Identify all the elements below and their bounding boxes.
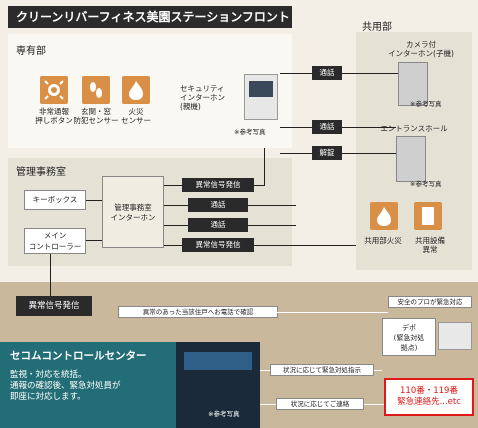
common-equipment-label: 共用設備 異常 xyxy=(415,236,445,254)
management-zone-label: 管理事務室 xyxy=(16,167,66,178)
intercom-parent-device xyxy=(244,74,278,120)
connector xyxy=(280,153,312,154)
photo-note-2: ※参考写真 xyxy=(410,100,442,108)
connector xyxy=(342,153,396,154)
secom-panel xyxy=(0,342,176,428)
connector xyxy=(254,185,264,186)
private-item-emergency xyxy=(40,76,68,104)
keybox: キーボックス xyxy=(24,190,86,210)
emergency-numbers-box: 110番・119番 緊急連絡先...etc xyxy=(384,378,474,416)
management-intercom: 管理事務室 インターホン xyxy=(102,176,164,248)
common-equipment-icon-wrap xyxy=(414,202,442,230)
connector xyxy=(342,73,398,74)
secom-center-title: セコムコントロールセンター xyxy=(10,350,147,362)
common-fire-icon-wrap xyxy=(370,202,398,230)
connector xyxy=(164,245,182,246)
call-label-4: 通話 xyxy=(188,218,248,232)
contact-note: 状況に応じてご連絡 xyxy=(276,398,364,410)
confirm-call-note: 異常のあった当該住戸へお電話で確認 xyxy=(118,306,278,318)
emergency-button-icon xyxy=(40,76,68,104)
abnormal-signal-label-1: 異常信号発信 xyxy=(182,178,254,192)
footprints-icon xyxy=(82,76,110,104)
private-item-label-1: 非常通報 押しボタン xyxy=(35,107,73,125)
private-item-fire xyxy=(122,76,150,104)
equipment-panel-icon xyxy=(414,202,442,230)
private-zone-label: 専有部 xyxy=(16,46,46,57)
common-zone-label: 共用部 xyxy=(362,22,392,33)
private-item-label-2: 玄関・窓 防犯センサー xyxy=(73,107,119,125)
depot-box: デポ (緊急対処 拠点) xyxy=(382,318,436,356)
connector xyxy=(248,225,296,226)
private-item-door xyxy=(82,76,110,104)
connector xyxy=(164,185,182,186)
photo-note-3: ※参考写真 xyxy=(410,180,442,188)
connector xyxy=(262,312,388,313)
entrance-hall-label: エントランスホール xyxy=(380,124,448,133)
page-title: クリーンリバーフィネス美園ステーションフロント xyxy=(8,6,292,28)
connector xyxy=(280,127,312,128)
connector xyxy=(264,148,265,186)
connector xyxy=(164,225,188,226)
connector xyxy=(248,205,296,206)
private-item-label-3: 火災 センサー xyxy=(121,107,151,125)
connector xyxy=(364,404,384,405)
unlock-label: 解錠 xyxy=(312,146,342,160)
dispatch-note: 状況に応じて緊急対処指示 xyxy=(270,364,374,376)
connector xyxy=(86,200,102,201)
connector xyxy=(254,245,362,246)
camera-intercom-device xyxy=(398,62,428,106)
abnormal-send-box: 異常信号発信 xyxy=(16,296,92,316)
main-controller: メイン コントローラー xyxy=(24,228,86,254)
connector xyxy=(260,370,270,371)
intercom-parent-label: セキュリティ インターホン (親機) xyxy=(180,84,225,111)
photo-note-4: ※参考写真 xyxy=(208,410,240,418)
pro-response-note: 安全のプロが緊急対応 xyxy=(388,296,472,308)
secom-description: 監視・対応を統括。 通報の確認後、緊急対処員が 即座に対応します。 xyxy=(10,370,121,402)
connector xyxy=(280,73,312,74)
abnormal-signal-label-2: 異常信号発信 xyxy=(182,238,254,252)
call-label-2: 通話 xyxy=(312,120,342,134)
common-fire-label: 共用部火災 xyxy=(364,236,402,245)
entrance-intercom-device xyxy=(396,136,426,182)
photo-note-1: ※参考写真 xyxy=(234,128,266,136)
connector xyxy=(50,254,51,296)
depot-vehicle-image xyxy=(438,322,472,350)
call-label-3: 通話 xyxy=(188,198,248,212)
flame-icon xyxy=(370,202,398,230)
connector xyxy=(86,240,102,241)
flame-icon xyxy=(122,76,150,104)
control-room-photo xyxy=(176,342,260,428)
connector xyxy=(342,127,396,128)
call-label-1: 通話 xyxy=(312,66,342,80)
connector xyxy=(374,370,382,371)
connector xyxy=(260,404,276,405)
connector xyxy=(164,205,188,206)
camera-intercom-label: カメラ付 インターホン(子機) xyxy=(388,40,454,58)
